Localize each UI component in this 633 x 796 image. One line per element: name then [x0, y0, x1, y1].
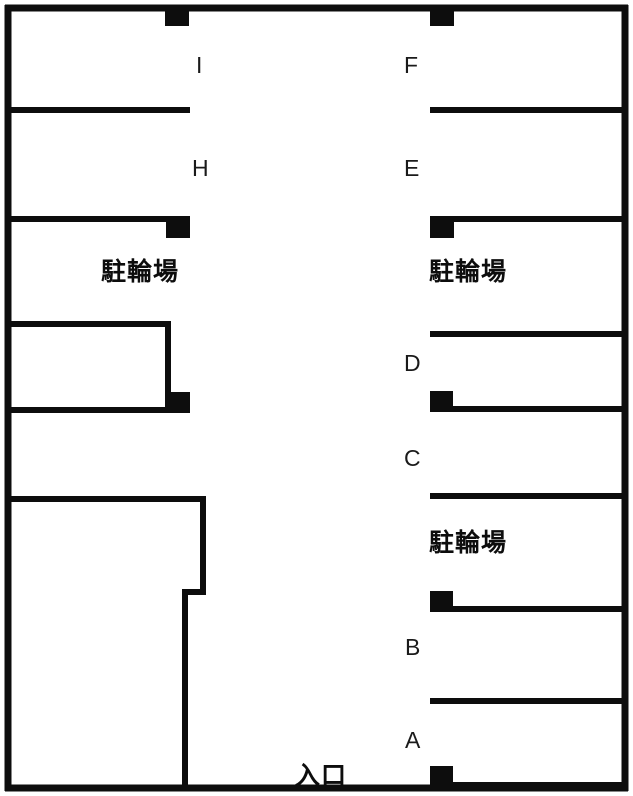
pillar-left-parking-top: [166, 216, 190, 238]
pillar-right-bay-d: [430, 391, 453, 412]
label-bay-b: B: [405, 634, 421, 660]
label-bay-h: H: [192, 155, 210, 181]
pillars: [165, 5, 454, 788]
pillar-right-parking-lower: [430, 591, 453, 612]
pillar-top-right: [430, 5, 454, 26]
label-bay-d: D: [404, 350, 422, 376]
pillar-right-bay-a: [430, 766, 453, 788]
label-bay-i: I: [196, 52, 203, 78]
label-bay-e: E: [404, 155, 420, 181]
left-bay-dividers: [8, 107, 190, 222]
label-entrance: 入口: [295, 761, 348, 790]
pillar-left-box-corner: [167, 392, 190, 413]
lower-left-room-outline: [8, 496, 206, 788]
label-bay-c: C: [404, 445, 422, 471]
label-bay-f: F: [404, 52, 419, 78]
label-bay-a: A: [405, 727, 421, 753]
pillar-right-parking-top: [430, 216, 454, 238]
outer-walls: [4, 4, 629, 792]
label-bicycle-parking-right-upper: 駐輪場: [429, 257, 508, 286]
pillar-top-left: [165, 5, 189, 26]
label-bicycle-parking-right-lower: 駐輪場: [429, 528, 508, 557]
left-middle-box: [8, 321, 171, 413]
right-bay-dividers: [430, 107, 625, 788]
label-bicycle-parking-left: 駐輪場: [101, 257, 180, 286]
lower-left-room: [8, 496, 206, 788]
